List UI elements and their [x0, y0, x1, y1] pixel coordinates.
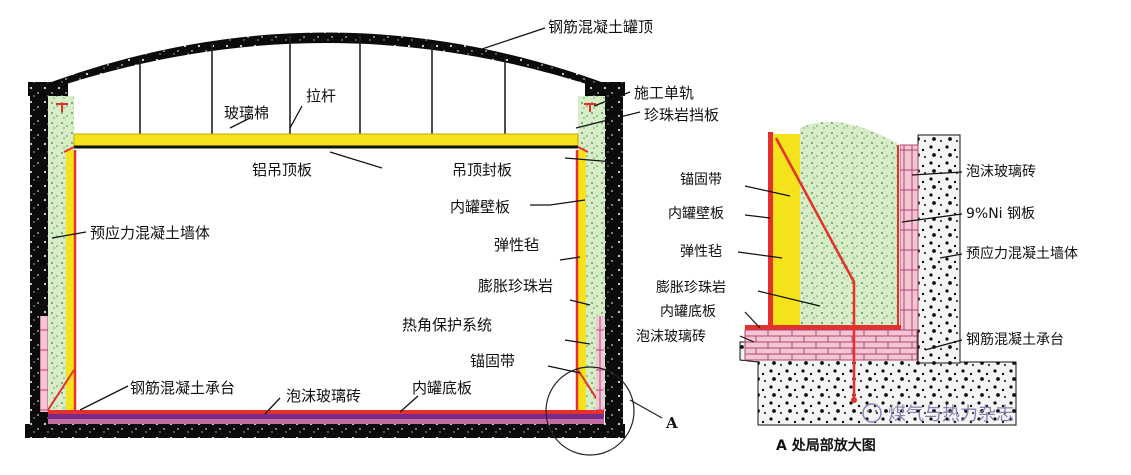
label-expanded-pearlite: 膨胀珍珠岩 — [478, 277, 553, 295]
outer-wall-right — [605, 86, 623, 426]
label-glass-wool: 玻璃棉 — [224, 104, 269, 122]
label-ceiling-seal: 吊顶封板 — [452, 161, 512, 179]
detail-foam-glass-side — [899, 144, 919, 331]
label-inner-bottom: 内罐底板 — [412, 379, 472, 397]
label-foam-glass: 泡沫玻璃砖 — [286, 387, 361, 405]
detail-label-foam-glass-side: 泡沫玻璃砖 — [966, 163, 1036, 180]
main-labels: 钢筋混凝土罐顶 施工单轨 珍珠岩挡板 玻璃棉 拉杆 铝吊顶板 吊顶封板 内罐壁板… — [90, 18, 719, 432]
label-corner-protection: 热角保护系统 — [402, 316, 492, 334]
detail-caption: A 处局部放大图 — [776, 437, 876, 454]
detail-prestressed-wall — [917, 134, 961, 364]
wechat-icon — [862, 403, 882, 423]
felt-right — [578, 150, 586, 412]
label-inner-wall: 内罐壁板 — [450, 198, 510, 216]
detail-labels: 锚固带 内罐壁板 弹性毡 膨胀珍珠岩 内罐底板 泡沫玻璃砖 泡沫玻璃砖 9%Ni… — [636, 163, 1078, 454]
label-rc-base: 钢筋混凝土承台 — [130, 379, 235, 397]
detail-inner-wall — [768, 132, 773, 328]
anchor-strap-left — [47, 369, 75, 411]
label-al-ceiling: 铝吊顶板 — [252, 161, 312, 179]
detail-leaders — [737, 171, 963, 351]
detail-elastic-felt — [772, 134, 800, 326]
detail-label-rc-base: 钢筋混凝土承台 — [966, 331, 1064, 348]
felt-left — [66, 150, 74, 412]
detail-expanded-pearlite — [800, 121, 900, 325]
detail-view — [739, 121, 1017, 426]
detail-inner-bottom — [745, 325, 901, 330]
label-pearlite-baffle: 珍珠岩挡板 — [644, 106, 719, 124]
watermark: 煤气与热力杂志 — [862, 403, 1014, 425]
detail-label-anchor-strap: 锚固带 — [680, 172, 722, 188]
ring-beam-left — [28, 82, 68, 96]
detail-label-inner-wall: 内罐壁板 — [668, 206, 724, 222]
rail-right — [584, 103, 596, 112]
label-rail: 施工单轨 — [634, 84, 694, 102]
label-anchor-strap: 锚固带 — [470, 352, 515, 370]
ring-beam-right — [585, 82, 625, 96]
detail-label-foam-glass-bottom: 泡沫玻璃砖 — [636, 328, 706, 345]
detail-label-expanded-pearlite: 膨胀珍珠岩 — [656, 279, 726, 296]
corner-protection-left — [40, 316, 48, 412]
label-elastic-felt: 弹性毡 — [494, 236, 539, 254]
watermark-text: 煤气与热力杂志 — [888, 404, 1014, 425]
label-tie-rod: 拉杆 — [306, 87, 336, 105]
rail-left — [56, 103, 68, 112]
detail-label-inner-bottom: 内罐底板 — [660, 304, 716, 320]
detail-anchor-strap — [774, 137, 856, 400]
detail-label-prestressed-wall: 预应力混凝土墙体 — [966, 245, 1078, 262]
detail-label-elastic-felt: 弹性毡 — [680, 244, 722, 260]
label-prestressed-wall: 预应力混凝土墙体 — [90, 224, 210, 242]
glass-wool-layer — [73, 133, 579, 147]
detail-circle-a — [545, 366, 635, 456]
detail-foam-glass-bottom — [744, 329, 918, 361]
detail-label-ni-steel: 9%Ni 钢板 — [966, 206, 1035, 222]
corner-protection-right — [596, 316, 604, 412]
rc-base-slab — [25, 424, 625, 438]
leader-lines — [51, 27, 641, 415]
label-point-a: A — [665, 414, 678, 432]
label-tank-roof: 钢筋混凝土罐顶 — [548, 18, 653, 36]
inner-bottom-plate — [48, 410, 604, 414]
tie-rods — [139, 36, 506, 136]
dome-roof — [30, 32, 623, 90]
main-tank — [25, 32, 663, 456]
